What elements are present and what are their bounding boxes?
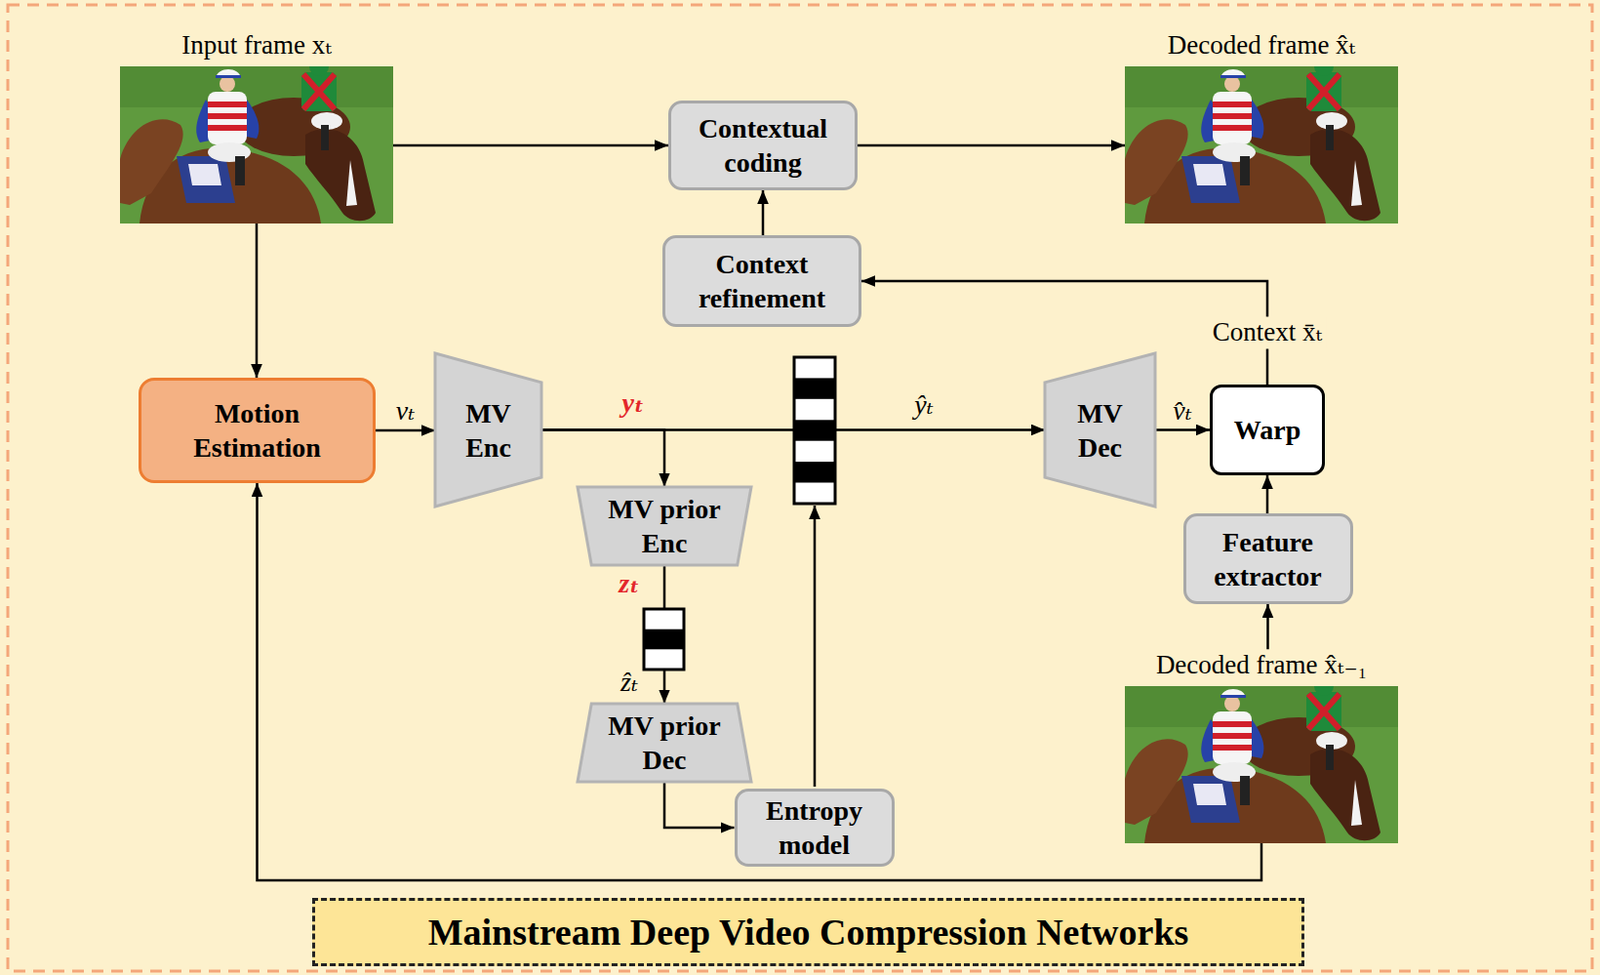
quantizer-frame	[643, 608, 684, 670]
text-holder: Feature extractor	[1195, 524, 1342, 594]
text-holder: Contextual coding	[680, 111, 846, 180]
text-holder: MV Enc	[454, 396, 523, 465]
box-label: Contextual coding	[680, 111, 846, 180]
box-label: MV Dec	[1066, 396, 1135, 465]
video-frame-photo	[1124, 676, 1399, 843]
quantizer-band	[643, 629, 684, 650]
box-label: Entropy model	[746, 793, 883, 862]
trapezoid-shape	[435, 353, 542, 507]
encoder-trapezoid: MV Enc	[435, 353, 542, 507]
box-label: MV prior Enc	[600, 491, 728, 560]
trapezoid-outline	[577, 703, 752, 782]
text-holder: MV Dec	[1066, 396, 1135, 465]
arrow-connector	[861, 280, 1268, 385]
signal-label: zₜ	[618, 567, 640, 600]
arrow-connector	[393, 144, 669, 148]
box-label: MV Enc	[454, 396, 523, 465]
process-box: Motion Estimation	[138, 377, 376, 483]
decoder-trapezoid: MV Dec	[1044, 353, 1156, 507]
diagram-title: Mainstream Deep Video Compression Networ…	[428, 910, 1190, 954]
arrow-connector	[1266, 475, 1270, 514]
edge-label: Context x̄ₜ	[1207, 316, 1327, 349]
arrow-connector	[1155, 428, 1210, 432]
input-frame: Input frame xₜ	[120, 29, 394, 224]
text-holder: Motion Estimation	[160, 396, 356, 465]
quantizer-frame	[794, 357, 836, 504]
decoded-frame: Decoded frame x̂ₜ₋₁	[1124, 648, 1399, 843]
box-label: Warp	[1234, 412, 1301, 447]
quantizer	[794, 357, 836, 504]
arrow-connector	[255, 223, 259, 378]
quantizer	[643, 608, 684, 670]
arrow-connector	[857, 144, 1125, 148]
outer-frame	[7, 4, 1593, 971]
text-holder: MV prior Dec	[600, 708, 728, 777]
signal-label: ŷₜ	[914, 389, 933, 421]
entropy-arrow	[813, 505, 817, 787]
decoded-frame: Decoded frame x̂ₜ	[1124, 29, 1399, 224]
trapezoid-outline	[577, 486, 752, 565]
arrow-connector	[664, 781, 735, 829]
text-holder: MV prior Enc	[600, 491, 728, 560]
frame-heading: Decoded frame x̂ₜ₋₁	[1156, 648, 1367, 686]
arrow-connector	[541, 430, 665, 487]
box-label: Context refinement	[674, 246, 850, 316]
box-label: Motion Estimation	[160, 396, 356, 465]
text-holder: Warp	[1234, 412, 1301, 447]
arrow-connector	[1266, 603, 1270, 649]
frame-spacer	[1124, 685, 1399, 843]
process-box: Context refinement	[662, 235, 862, 327]
video-frame-photo	[120, 56, 394, 224]
edge-label: vₜ	[396, 395, 415, 427]
quantizer-band	[794, 377, 836, 399]
box-label: MV prior Dec	[600, 708, 728, 777]
frame-spacer	[120, 66, 394, 224]
signal-label: ẑₜ	[620, 666, 639, 698]
arrow-connector	[375, 429, 436, 433]
edge-label: v̂ₜ	[1172, 394, 1192, 426]
trapezoid-outline	[1044, 353, 1156, 507]
trapezoid-shape	[1044, 353, 1156, 507]
trapezoid-outline	[435, 353, 542, 507]
process-box: Feature extractor	[1183, 513, 1354, 604]
text-holder: Entropy model	[746, 793, 883, 862]
arrow-connector	[257, 482, 1263, 880]
quantizer-band	[794, 419, 836, 440]
frame-spacer	[1124, 66, 1399, 224]
title-banner: Mainstream Deep Video Compression Networ…	[312, 897, 1305, 966]
decoder-trapezoid: MV prior Dec	[577, 703, 752, 782]
frame-heading: Input frame xₜ	[181, 29, 332, 67]
process-box: Entropy model	[734, 788, 895, 867]
signal-label: yₜ	[622, 387, 645, 419]
encoder-trapezoid: MV prior Enc	[577, 486, 752, 565]
box-label: Feature extractor	[1195, 524, 1342, 594]
frame-heading: Decoded frame x̂ₜ	[1167, 29, 1357, 67]
process-box: Warp	[1209, 384, 1325, 476]
text-holder: Context refinement	[674, 246, 850, 316]
arrow-connector	[761, 190, 765, 236]
video-frame-photo	[1124, 56, 1399, 224]
quantizer-band	[794, 461, 836, 482]
process-box: Contextual coding	[668, 100, 858, 191]
